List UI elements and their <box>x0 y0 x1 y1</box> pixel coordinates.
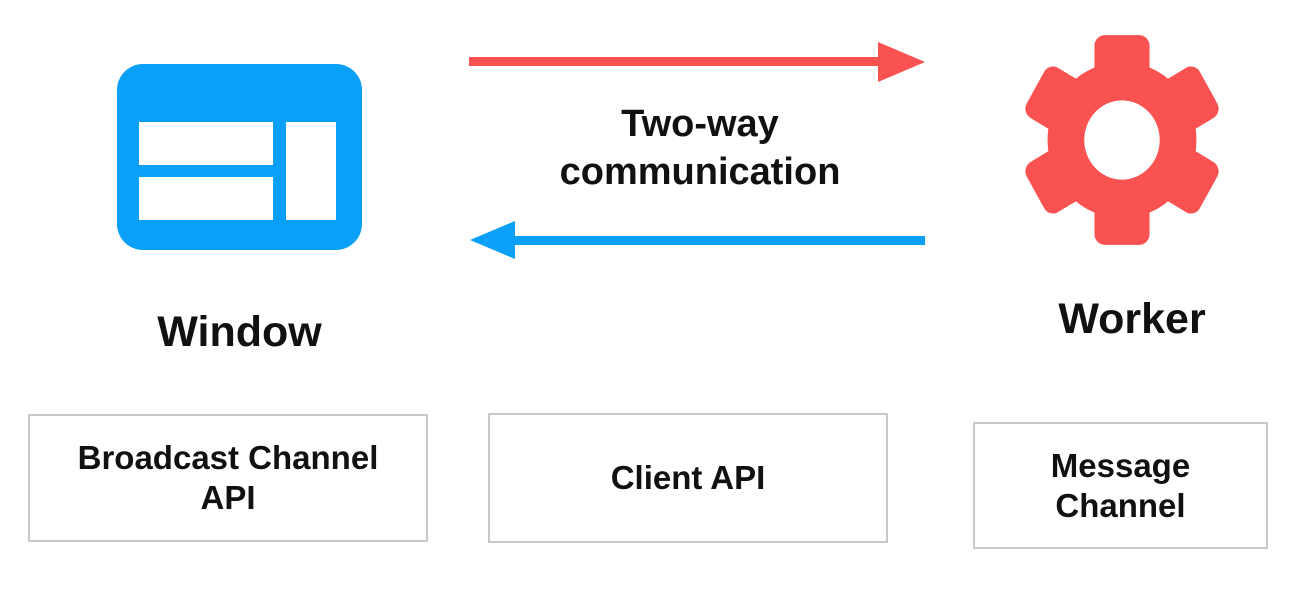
window-node-label: Window <box>157 308 322 356</box>
window-icon-pane-right <box>286 122 336 220</box>
gear-icon <box>1025 35 1219 245</box>
api-box-message-channel: Message Channel <box>973 422 1268 549</box>
api-box-client-label: Client API <box>610 459 766 496</box>
browser-window-icon <box>117 64 362 250</box>
api-box-client: Client API <box>488 413 888 543</box>
connection-label: Two-way communication <box>559 103 841 193</box>
arrow-worker-to-window-head-icon <box>470 221 515 259</box>
arrow-worker-to-window-shaft <box>515 236 925 245</box>
window-icon-pane-bottom-left <box>139 177 273 220</box>
window-icon-pane-top-left <box>139 122 273 165</box>
worker-node-label: Worker <box>1058 295 1206 343</box>
api-box-message-channel-label: Message Channel <box>1050 446 1191 524</box>
arrow-window-to-worker-head-icon <box>878 42 925 82</box>
api-box-broadcast-channel: Broadcast Channel API <box>28 414 428 542</box>
arrow-window-to-worker-shaft <box>469 57 880 66</box>
api-box-broadcast-channel-label: Broadcast Channel API <box>77 439 379 516</box>
